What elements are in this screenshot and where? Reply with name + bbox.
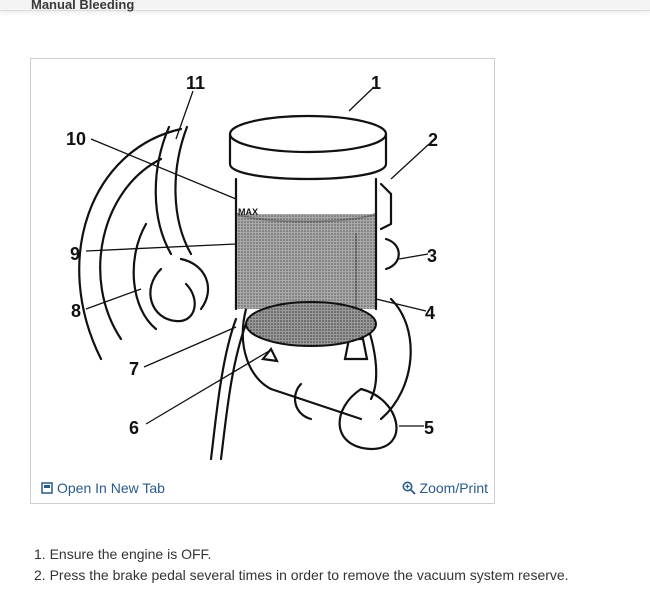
open-new-tab-icon	[41, 482, 53, 494]
callout-5: 5	[424, 418, 434, 438]
max-marking: MAX	[238, 207, 258, 217]
master-cylinder-diagram: MAX 1 2 3 4 5 6 7 8 9 10 11	[66, 73, 438, 461]
callout-4: 4	[425, 303, 435, 323]
list-item: 2. Press the brake pedal several times i…	[34, 567, 569, 583]
callout-3: 3	[427, 246, 437, 266]
open-in-new-tab-link[interactable]: Open In New Tab	[41, 480, 165, 496]
callout-6: 6	[129, 418, 139, 438]
callout-9: 9	[70, 244, 80, 264]
figure-toolbar: Open In New Tab Zoom/Print	[31, 473, 494, 503]
instruction-steps: 1. Ensure the engine is OFF. 2. Press th…	[34, 544, 569, 586]
zoom-print-label: Zoom/Print	[419, 480, 488, 496]
callout-8: 8	[71, 301, 81, 321]
open-in-new-tab-label: Open In New Tab	[57, 480, 165, 496]
callout-2: 2	[428, 130, 438, 150]
zoom-magnifier-icon	[402, 481, 416, 495]
figure-card: MAX 1 2 3 4 5 6 7 8 9 10 11	[30, 58, 495, 504]
callout-10: 10	[66, 129, 86, 149]
section-title: Manual Bleeding	[31, 0, 135, 12]
callout-11: 11	[186, 73, 205, 93]
zoom-print-link[interactable]: Zoom/Print	[402, 480, 488, 496]
callout-7: 7	[129, 359, 139, 379]
top-bar	[0, 0, 650, 11]
list-item: 1. Ensure the engine is OFF.	[34, 546, 212, 562]
callout-1: 1	[371, 73, 381, 93]
